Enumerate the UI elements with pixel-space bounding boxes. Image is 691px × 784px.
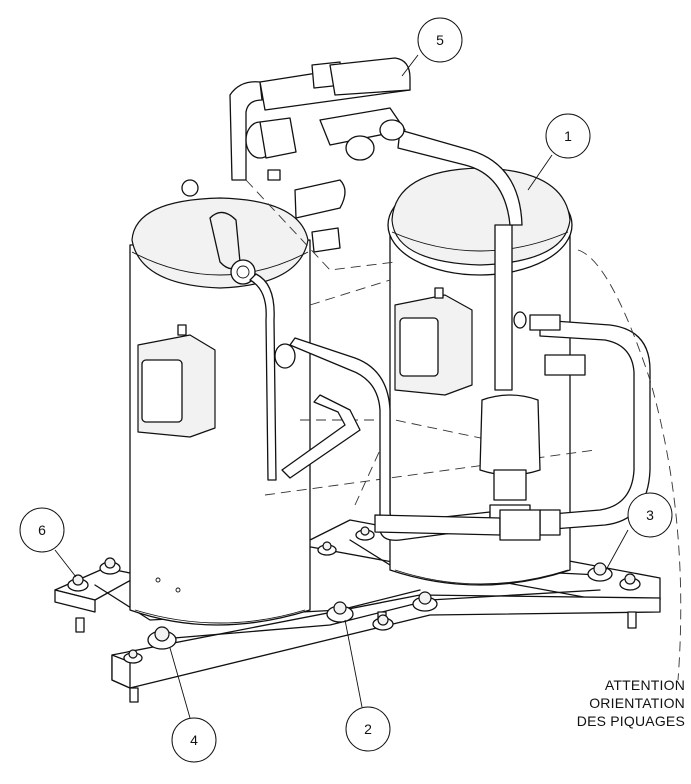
svg-text:3: 3 — [646, 507, 654, 523]
mount — [147, 626, 177, 650]
sensor — [544, 354, 586, 376]
callouts: 5 1 3 6 4 2 — [19, 17, 682, 763]
note-leader — [577, 249, 682, 681]
note-line-2: ORIENTATION — [589, 695, 685, 711]
callout-4: 4 — [169, 647, 217, 763]
pressure-switch — [294, 179, 346, 219]
mount — [355, 526, 375, 541]
pressure-switch — [311, 227, 341, 253]
note-line-3: DES PIQUAGES — [576, 713, 685, 729]
base-foot — [129, 687, 139, 703]
mount — [619, 573, 641, 591]
svg-text:2: 2 — [364, 721, 372, 737]
callout-6: 6 — [19, 507, 77, 578]
svg-text:5: 5 — [436, 32, 444, 48]
orientation-note: ATTENTION ORIENTATION DES PIQUAGES — [548, 676, 685, 730]
piping — [249, 129, 651, 541]
valve-assembly — [229, 57, 411, 271]
mount — [372, 614, 394, 631]
svg-text:1: 1 — [564, 128, 572, 144]
mount — [99, 557, 121, 575]
base-foot — [75, 617, 85, 633]
callout-2: 2 — [344, 619, 391, 752]
mount — [587, 562, 613, 582]
mounts — [67, 526, 641, 664]
callout-3: 3 — [605, 492, 673, 571]
callout-1: 1 — [527, 113, 591, 191]
mount — [326, 601, 354, 623]
mount — [412, 591, 438, 612]
mount — [123, 649, 143, 664]
svg-text:4: 4 — [190, 732, 198, 748]
tee-fitting — [479, 394, 541, 476]
mount — [67, 574, 89, 592]
sensor — [529, 314, 561, 331]
svg-text:6: 6 — [38, 522, 46, 538]
note-line-1: ATTENTION — [604, 677, 685, 693]
compressor-left — [129, 179, 311, 626]
callout-5: 5 — [401, 17, 463, 77]
mount — [317, 541, 337, 556]
base-foot — [627, 611, 637, 629]
